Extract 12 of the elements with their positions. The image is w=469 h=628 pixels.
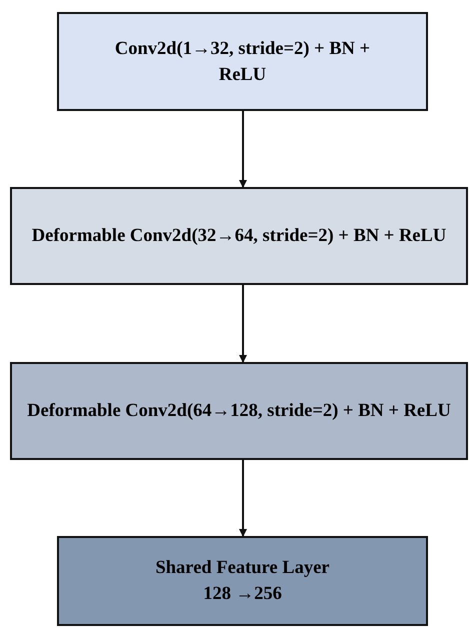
box-label: Conv2d(1→32, stride=2) + BN + ReLU: [114, 38, 372, 86]
process-box: [10, 187, 468, 285]
arrow: [239, 460, 247, 537]
process-box: [57, 12, 428, 111]
box-label: 128 →256: [203, 583, 282, 606]
arrow: [239, 111, 247, 188]
process-box: [57, 536, 428, 626]
process-box: [10, 362, 468, 460]
arrow: [239, 285, 247, 363]
box-label: Deformable Conv2d(64→128, stride=2) + BN + ReLU: [27, 400, 451, 423]
box-label: Shared Feature Layer: [155, 557, 330, 580]
box-label: Deformable Conv2d(32→64, stride=2) + BN + ReLU: [32, 225, 446, 248]
